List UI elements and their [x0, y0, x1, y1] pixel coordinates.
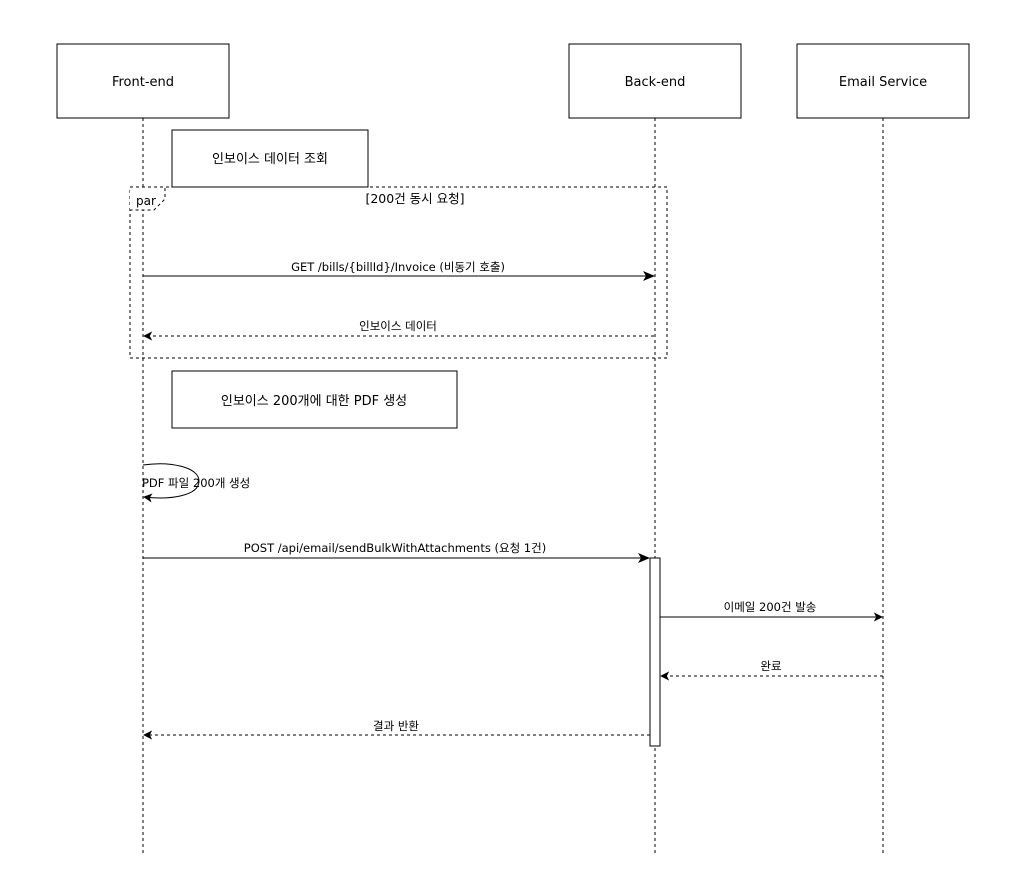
message-get-invoice-label: GET /bills/{billId}/Invoice (비동기 호출) — [291, 260, 505, 274]
note-generate-pdf[interactable]: 인보이스 200개에 대한 PDF 생성 — [171, 370, 458, 429]
participant-frontend[interactable]: Front-end — [56, 43, 230, 119]
par-frame-tab — [130, 186, 166, 211]
par-frame-keyword: par — [136, 194, 156, 208]
note-fetch-invoice[interactable]: 인보이스 데이터 조회 — [171, 129, 369, 188]
par-frame-guard: [200건 동시 요청] — [365, 191, 464, 206]
message-result[interactable]: 결과 반환 — [143, 719, 650, 740]
message-done-label: 완료 — [760, 659, 781, 673]
message-send-email[interactable]: 이메일 200건 발송 — [660, 600, 883, 622]
note-generate-pdf-text: 인보이스 200개에 대한 PDF 생성 — [221, 394, 407, 409]
activation-backend[interactable] — [649, 557, 661, 747]
participant-email-label: Email Service — [839, 75, 927, 90]
message-pdf-self[interactable]: PDF 파일 200개 생성 — [142, 463, 250, 503]
note-fetch-invoice-text: 인보이스 데이터 조회 — [212, 152, 328, 167]
message-send-email-label: 이메일 200건 발송 — [724, 600, 817, 614]
message-result-label: 결과 반환 — [373, 719, 419, 733]
message-invoice-data[interactable]: 인보이스 데이터 — [143, 319, 654, 341]
message-invoice-data-label: 인보이스 데이터 — [359, 319, 437, 333]
participant-frontend-label: Front-end — [112, 75, 174, 90]
message-get-invoice[interactable]: GET /bills/{billId}/Invoice (비동기 호출) — [143, 260, 655, 281]
par-frame[interactable]: par [200건 동시 요청] — [129, 186, 668, 359]
participant-backend[interactable]: Back-end — [568, 43, 742, 119]
message-post-bulk-label: POST /api/email/sendBulkWithAttachments … — [244, 541, 546, 555]
participant-email[interactable]: Email Service — [796, 43, 970, 119]
message-post-bulk[interactable]: POST /api/email/sendBulkWithAttachments … — [143, 541, 650, 563]
message-done[interactable]: 완료 — [660, 659, 883, 681]
participant-backend-label: Back-end — [625, 75, 686, 90]
message-pdf-self-label: PDF 파일 200개 생성 — [142, 476, 250, 490]
